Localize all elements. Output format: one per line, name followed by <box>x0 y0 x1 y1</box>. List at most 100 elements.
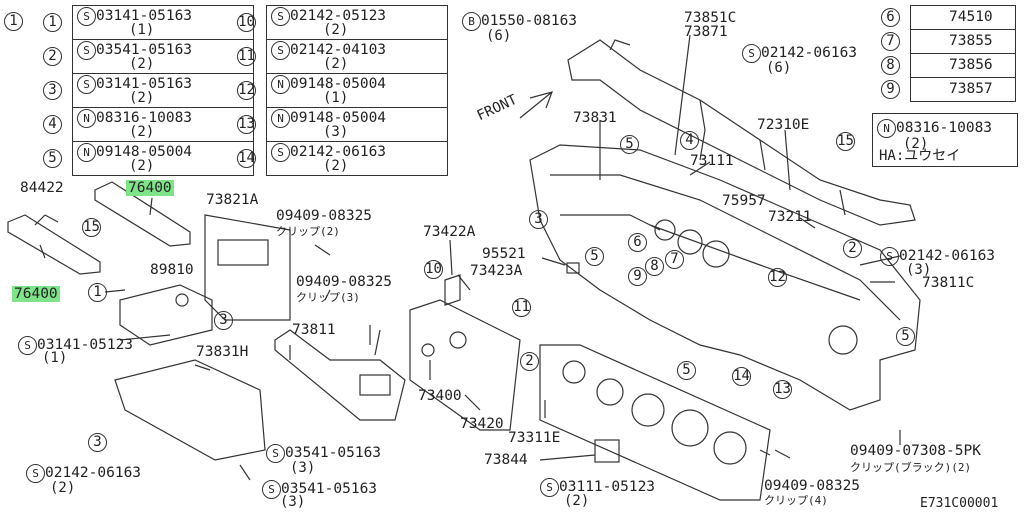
s-icon: S <box>18 336 37 355</box>
label-84422: 84422 <box>20 180 64 196</box>
label-72310e: 72310E <box>757 117 810 133</box>
quantity: (2) <box>129 158 155 174</box>
prefix-icon: S <box>271 143 290 162</box>
label-73420: 73420 <box>460 416 504 432</box>
callout-3-c: 3 <box>88 433 107 452</box>
callout-14: 14 <box>732 367 751 386</box>
quantity: (2) <box>129 90 155 106</box>
cluster-face <box>539 344 771 501</box>
label-02142-06163-bl: 02142-06163 <box>45 465 142 481</box>
callout-5-b: 5 <box>585 247 604 266</box>
row-callout: 9 <box>881 80 900 99</box>
part-number: 03141-05163 <box>96 76 193 92</box>
label-73311e: 73311E <box>508 430 561 446</box>
label-clip-3: クリップ(3) <box>296 291 360 304</box>
quantity: (2) <box>323 22 349 38</box>
label-03541-05163-b-qty: (3) <box>280 494 306 510</box>
part-number: 02142-05123 <box>290 8 387 24</box>
callout-1-b: 1 <box>88 283 107 302</box>
row-callout: 4 <box>43 115 62 134</box>
quantity: (3) <box>323 124 349 140</box>
part-number: 08316-10083 <box>96 110 193 126</box>
label-73831h: 73831H <box>196 344 249 360</box>
lower-panel <box>274 329 406 421</box>
drawing-code: E731C00001 <box>920 496 999 511</box>
row-callout: 2 <box>43 47 62 66</box>
prefix-icon: S <box>77 7 96 26</box>
label-03541-05163-b: 03541-05163 <box>281 481 378 497</box>
callout-7: 7 <box>665 250 684 269</box>
prefix-icon: N <box>271 109 290 128</box>
callout-11: 11 <box>512 298 531 317</box>
quantity: (2) <box>129 56 155 72</box>
label-03111-05123-qty: (2) <box>564 493 590 509</box>
prefix-icon: S <box>77 41 96 60</box>
part-number: 73856 <box>949 57 993 73</box>
glove-box-door <box>409 299 521 431</box>
label-73821a: 73821A <box>206 192 259 208</box>
front-arrow <box>519 91 553 119</box>
box15-note: HA:ユウセイ <box>879 148 961 164</box>
leader-lines <box>39 34 901 481</box>
part-number: 02142-06163 <box>290 144 387 160</box>
label-73811c: 73811C <box>922 275 975 291</box>
glove-box <box>114 359 266 461</box>
part-number: 74510 <box>949 9 993 25</box>
label-02142-06163-right-qty: (3) <box>906 262 932 278</box>
row-callout: 1 <box>43 13 62 32</box>
console-cover <box>204 214 291 321</box>
callout-4: 4 <box>680 131 699 150</box>
row-callout: 14 <box>237 149 256 168</box>
n-icon: N <box>877 119 896 138</box>
s-icon: S <box>266 444 285 463</box>
callout-10: 10 <box>424 260 443 279</box>
prefix-icon: S <box>77 75 96 94</box>
part-number: 03541-05163 <box>96 42 193 58</box>
prefix-icon: S <box>271 41 290 60</box>
label-73400: 73400 <box>418 388 462 404</box>
prefix-icon: N <box>77 109 96 128</box>
row-callout: 8 <box>881 56 900 75</box>
callout-5-d: 5 <box>896 327 915 346</box>
table-row: 6 74510 <box>881 5 1016 30</box>
quantity: (1) <box>129 22 155 38</box>
callout-2-a: 2 <box>520 352 539 371</box>
callout-13: 13 <box>773 380 792 399</box>
box15-part: 08316-10083 <box>896 120 993 136</box>
label-89810: 89810 <box>150 262 194 278</box>
callout-5-a: 5 <box>620 135 639 154</box>
s-icon: S <box>26 464 45 483</box>
label-76400-b: 76400 <box>12 286 60 302</box>
label-73831: 73831 <box>573 110 617 126</box>
label-09409-08325-c: 09409-08325 <box>764 478 861 494</box>
part-number: 73855 <box>949 33 993 49</box>
callout-5-c: 5 <box>677 361 696 380</box>
part-number: 09148-05004 <box>290 110 387 126</box>
label-09409-08325-a: 09409-08325 <box>276 208 373 224</box>
callout-3-a: 3 <box>529 210 548 229</box>
label-73211: 73211 <box>768 209 812 225</box>
row-callout: 10 <box>237 13 256 32</box>
row-callout: 3 <box>43 81 62 100</box>
quantity: (1) <box>323 90 349 106</box>
label-02142-06163-top: 02142-06163 <box>761 45 858 61</box>
row-callout: 6 <box>881 8 900 27</box>
reinforcement-beam <box>567 39 916 226</box>
callout-6: 6 <box>628 233 647 252</box>
row-callout: 11 <box>237 47 256 66</box>
label-clip-black: クリップ(ブラック)(2) <box>850 461 972 474</box>
s-icon: S <box>262 480 281 499</box>
label-03141-05123-qty: (1) <box>42 350 68 366</box>
